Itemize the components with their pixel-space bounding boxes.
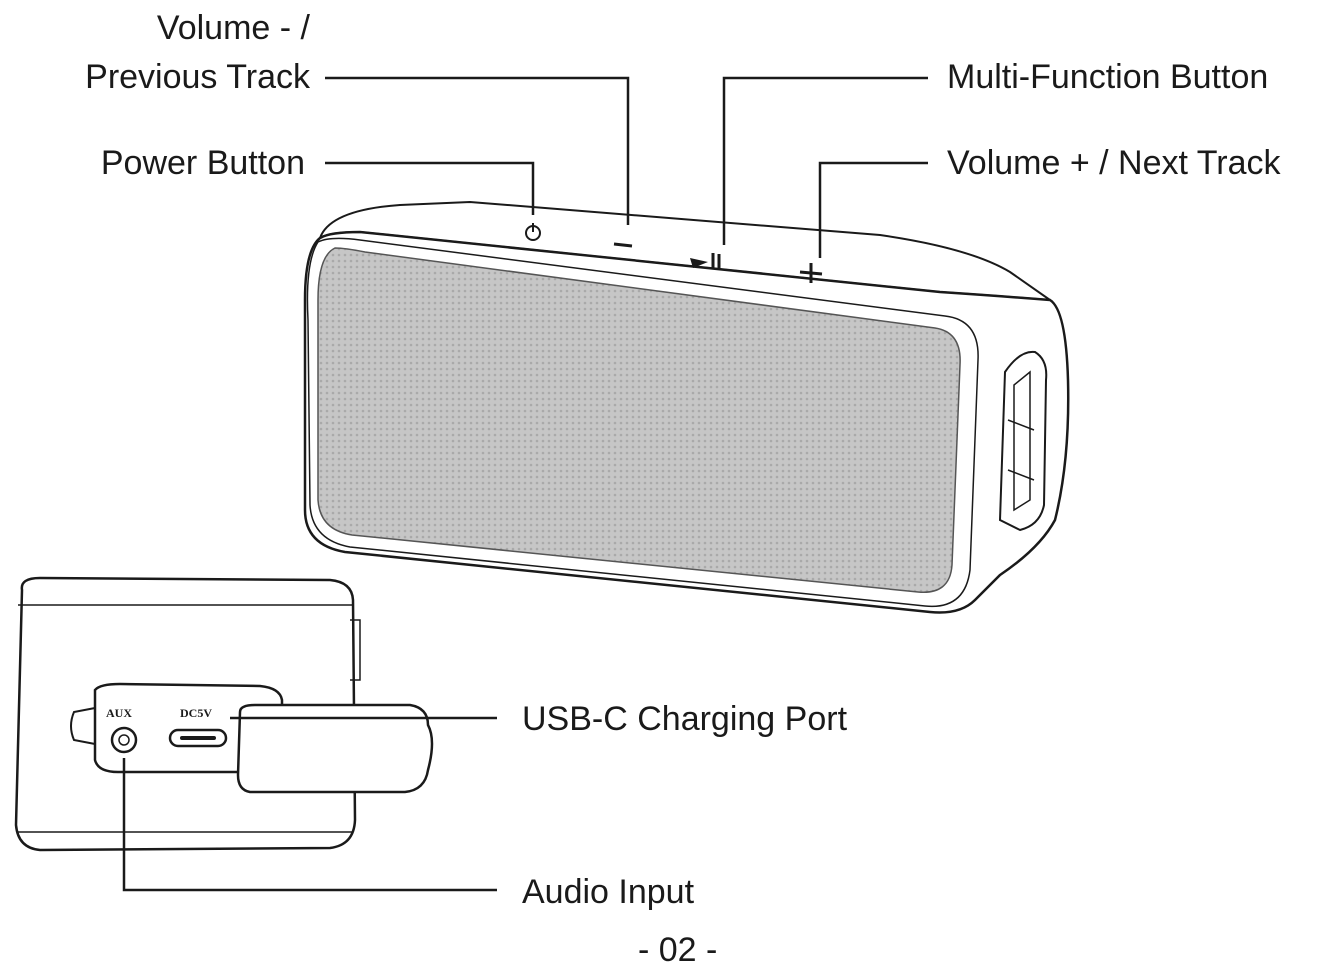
power-icon[interactable] [525,223,541,241]
label-power-button: Power Button [100,144,305,182]
callout-line-audio-input [122,758,497,892]
port-cover-flap [236,703,434,794]
label-previous-track: Previous Track [85,58,310,96]
callout-line-multi-function [722,76,928,245]
speaker-grille [317,247,961,593]
label-volume-minus: Volume - / [156,9,310,47]
callout-line-volume-plus [818,161,928,258]
label-audio-input: Audio Input [522,873,695,911]
label-usb-c-charging-port: USB-C Charging Port [522,700,848,738]
speaker-front-edge [306,237,979,608]
callout-line-power [325,161,535,215]
label-multi-function-button: Multi-Function Button [947,58,1269,96]
side-strap [998,350,1048,532]
minus-icon[interactable] [613,242,633,248]
label-volume-plus-next-track: Volume + / Next Track [947,144,1281,182]
callout-line-volume-minus [325,76,630,225]
page-number: - 02 - [638,931,718,969]
aux-marking: AUX [106,706,132,720]
plus-icon[interactable] [799,263,823,283]
speaker-side-view [14,576,434,852]
speaker-main-view [303,200,1070,614]
callout-lines-bottom [122,716,497,892]
aux-jack-icon[interactable] [110,726,138,754]
dc5v-marking: DC5V [180,706,212,720]
usb-c-port-icon[interactable] [168,728,228,748]
callout-lines-top [325,76,928,258]
play-pause-icon[interactable] [690,253,721,269]
